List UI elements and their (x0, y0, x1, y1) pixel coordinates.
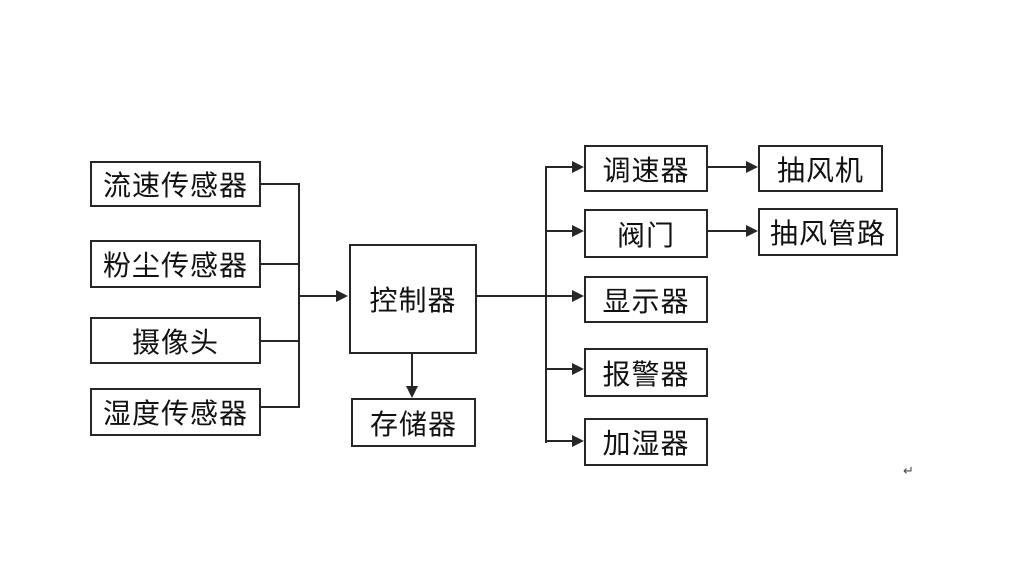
connector-dust-sensor-to-bus (259, 263, 300, 265)
arrowhead-into-controller-icon (336, 290, 348, 302)
connector-humidity-sensor-to-bus (259, 406, 300, 408)
connector-controller-to-right-bus (477, 295, 547, 297)
node-camera: 摄像头 (90, 317, 261, 364)
node-alarm: 报警器 (584, 348, 708, 397)
arrowhead-into-humidifier-icon (572, 435, 584, 447)
arrowhead-into-exhaust-duct-icon (746, 225, 758, 237)
connector-bus-to-valve (545, 230, 573, 232)
arrowhead-into-display-icon (572, 290, 584, 302)
connector-controller-to-storage (411, 353, 413, 388)
connector-speed-governor-to-exhaust-fan (708, 166, 748, 168)
connector-bus-to-speed-governor (545, 166, 573, 168)
connector-bus-to-alarm (545, 368, 573, 370)
node-flow-rate-sensor: 流速传感器 (90, 161, 261, 207)
node-controller: 控制器 (349, 244, 477, 354)
node-speed-governor: 调速器 (584, 145, 708, 192)
connector-camera-to-bus (259, 340, 300, 342)
connector-bus-to-controller (298, 295, 338, 297)
right-bus-line (545, 166, 547, 443)
node-exhaust-fan: 抽风机 (758, 145, 883, 192)
connector-bus-to-display (545, 295, 573, 297)
node-display: 显示器 (584, 276, 708, 323)
node-valve: 阀门 (584, 209, 708, 258)
arrowhead-into-speed-governor-icon (572, 161, 584, 173)
paragraph-mark: ↵ (903, 463, 914, 478)
arrowhead-into-valve-icon (572, 225, 584, 237)
connector-bus-to-humidifier (545, 440, 573, 442)
connector-valve-to-exhaust-duct (708, 230, 748, 232)
node-storage: 存储器 (351, 398, 476, 447)
node-humidifier: 加湿器 (584, 418, 708, 466)
node-dust-sensor: 粉尘传感器 (90, 240, 261, 288)
node-exhaust-duct: 抽风管路 (758, 208, 898, 256)
arrowhead-into-storage-icon (406, 386, 418, 398)
node-humidity-sensor: 湿度传感器 (90, 388, 261, 436)
arrowhead-into-alarm-icon (572, 363, 584, 375)
connector-flow-sensor-to-bus (259, 183, 300, 185)
arrowhead-into-exhaust-fan-icon (746, 161, 758, 173)
